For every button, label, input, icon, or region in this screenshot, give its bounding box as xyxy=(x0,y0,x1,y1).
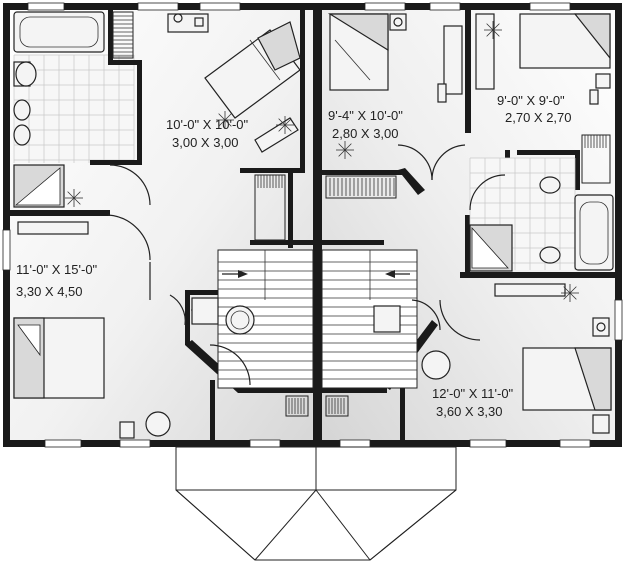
bathtub-left xyxy=(13,11,105,53)
room-dims-imperial: 12'-0" X 11'-0" xyxy=(432,386,514,401)
bed-top-center xyxy=(327,13,389,91)
doors xyxy=(107,144,506,386)
bedroom-label-top-left: 10'-0" X 10'-0" 3,00 X 3,00 xyxy=(166,117,249,150)
closet-top-right xyxy=(581,134,611,184)
toilet-right xyxy=(539,176,561,264)
windows xyxy=(2,2,623,448)
bedroom-label-top-center: 9'-4" X 10'-0" 2,80 X 3,00 xyxy=(328,108,403,141)
vents xyxy=(285,395,349,417)
closet-top-center xyxy=(325,175,397,199)
party-wall xyxy=(313,3,322,447)
room-dims-metric: 2,80 X 3,00 xyxy=(332,126,399,141)
shower-right xyxy=(469,224,513,272)
bedroom-label-bottom-right: 12'-0" X 11'-0" 3,60 X 3,30 xyxy=(432,386,514,419)
room-dims-metric: 3,00 X 3,00 xyxy=(172,135,239,150)
shower-left xyxy=(13,164,65,208)
desk-top-left xyxy=(167,13,209,33)
desk-top-right xyxy=(475,13,611,105)
bathtub-right xyxy=(574,194,614,271)
bed-top-left xyxy=(204,21,301,119)
room-dims-imperial: 11'-0" X 15'-0" xyxy=(16,262,98,277)
bedroom-label-mid-left: 11'-0" X 15'-0" 3,30 X 4,50 xyxy=(16,262,98,299)
closet-left xyxy=(112,11,134,59)
room-dims-metric: 3,60 X 3,30 xyxy=(436,404,503,419)
chair-bottom-right xyxy=(421,350,451,380)
sink-left xyxy=(13,99,31,146)
room-dims-imperial: 10'-0" X 10'-0" xyxy=(166,117,249,132)
chair-mid-left xyxy=(145,411,171,437)
toilet-left xyxy=(13,61,37,87)
room-dims-metric: 2,70 X 2,70 xyxy=(505,110,572,125)
dresser-mid-left xyxy=(17,221,135,439)
bay-window-outside xyxy=(175,446,457,561)
bed-bottom-right xyxy=(522,347,612,411)
dresser-bottom-right xyxy=(494,283,610,434)
table-landing-left xyxy=(225,305,255,335)
closet-mid-left xyxy=(254,174,286,241)
bedroom-label-top-right: 9'-0" X 9'-0" 2,70 X 2,70 xyxy=(497,93,572,125)
bed-mid-left xyxy=(13,317,105,399)
bed-top-right xyxy=(519,13,611,69)
room-dims-imperial: 9'-4" X 10'-0" xyxy=(328,108,403,123)
planter-landing-right xyxy=(373,305,401,333)
room-dims-imperial: 9'-0" X 9'-0" xyxy=(497,93,565,108)
room-dims-metric: 3,30 X 4,50 xyxy=(16,284,83,299)
nightstand-top-center xyxy=(389,13,407,31)
stairs-right xyxy=(321,249,418,389)
planter-landing-left xyxy=(191,297,219,325)
desk-top-center xyxy=(437,25,463,103)
